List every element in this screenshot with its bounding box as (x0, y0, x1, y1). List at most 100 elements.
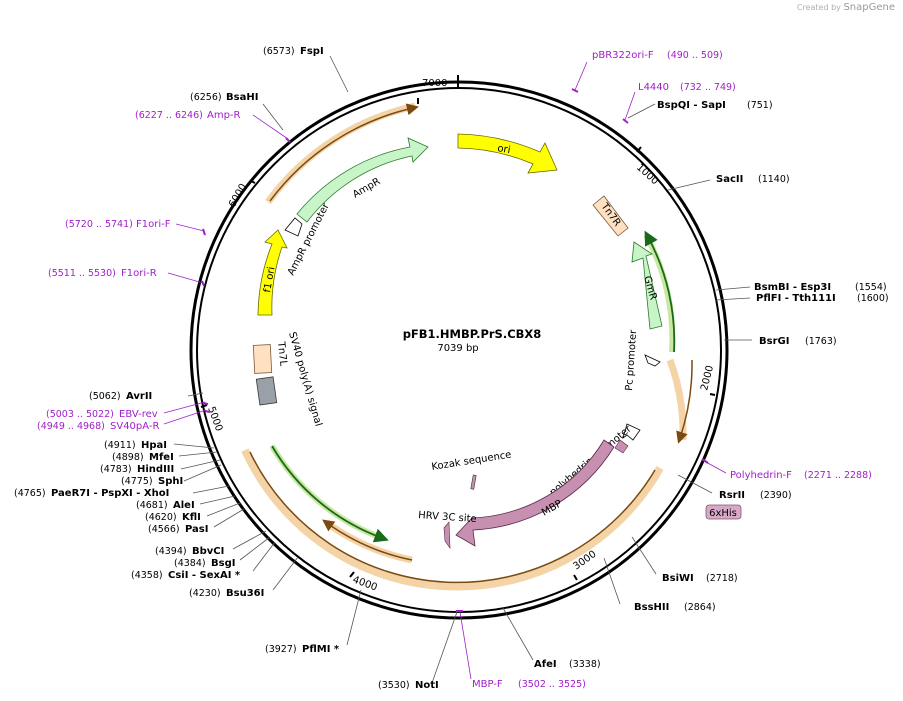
plasmid-name: pFB1.HMBP.PrS.CBX8 (403, 327, 542, 341)
primer-labels: pBR322ori-F (490 .. 509) L4440 (732 .. 7… (37, 50, 872, 690)
site-sphi: SphI (158, 476, 183, 487)
primer-ampr-pos: (6227 .. 6246) (135, 110, 203, 121)
feature-ori (457, 133, 558, 174)
site-bsrgi-pos: (1763) (805, 336, 837, 347)
credit-prefix: Created by (796, 3, 841, 12)
tick-7000: 7000 (422, 78, 447, 89)
site-bbvci: BbvCI (192, 546, 224, 557)
ampr-label: AmpR (351, 176, 382, 200)
ori-label: ori (496, 143, 511, 156)
site-avrii: AvrII (126, 391, 152, 402)
tick-5000: 5000 (205, 405, 224, 433)
site-pflfi: PflFI - Tth111I (756, 293, 836, 304)
cds-sv40-arrow (271, 445, 389, 543)
site-bspqi: BspQI - SapI (657, 100, 726, 111)
site-paer7i-pos: (4765) (14, 488, 46, 499)
primer-marks (201, 88, 709, 612)
site-pflmi: PflMI * (302, 644, 340, 655)
tn7l-label: Tn7L (275, 340, 289, 367)
sixhis-badge (705, 504, 742, 520)
primer-polyhedrinf-pos: (2271 .. 2288) (804, 470, 872, 481)
site-pflmi-pos: (3927) (265, 644, 297, 655)
primer-ebvrev: EBV-rev (119, 409, 158, 420)
site-bsahi: BsaHI (226, 92, 258, 103)
feature-gmr (631, 241, 663, 330)
orf-arc-ampr (269, 103, 419, 202)
primer-f1orir-pos: (5511 .. 5530) (48, 268, 116, 279)
tick-2000: 2000 (699, 364, 716, 391)
hrv-label: HRV 3C site (418, 510, 477, 525)
feature-tn7l (252, 344, 273, 374)
snapgene-credit: Created by SnapGene (797, 2, 895, 13)
f1-ori-label: f1 ori (262, 266, 277, 294)
plasmid-length: 7039 bp (437, 343, 478, 354)
orf-arc-gmr (676, 359, 693, 444)
leader-lines (173, 55, 752, 684)
site-noti-pos: (3530) (378, 680, 410, 691)
site-bsu36i-pos: (4230) (189, 588, 221, 599)
site-hpai: HpaI (141, 440, 167, 451)
site-mfei: MfeI (149, 452, 174, 463)
snapgene-logo: SnapGene (843, 2, 895, 13)
site-fspi-pos: (6573) (263, 46, 295, 57)
site-bsgi-pos: (4384) (174, 558, 206, 569)
site-pasi-pos: (4566) (148, 524, 180, 535)
primer-l4440-pos: (732 .. 749) (680, 82, 736, 93)
site-afei-pos: (3338) (569, 659, 601, 670)
site-bsmbi: BsmBI - Esp3I (754, 282, 831, 293)
primer-f1orif: F1ori-F (136, 219, 171, 230)
tick-1000: 1000 (634, 162, 660, 187)
primer-mbpf: MBP-F (472, 679, 503, 690)
site-bsiwi-pos: (2718) (706, 573, 738, 584)
primer-l4440: L4440 (638, 82, 669, 93)
primer-ebvrev-pos: (5003 .. 5022) (46, 409, 114, 420)
feature-polyhedrin-block (614, 439, 629, 454)
site-csii-pos: (4358) (131, 570, 163, 581)
primer-sv40par-pos: (4949 .. 4968) (37, 421, 105, 432)
tick-marks (200, 75, 716, 581)
site-sacii: SacII (716, 174, 743, 185)
site-bbvci-pos: (4394) (155, 546, 187, 557)
site-hpai-pos: (4911) (104, 440, 136, 451)
site-noti: NotI (415, 680, 439, 691)
site-afei: AfeI (534, 659, 557, 670)
site-hindiii-pos: (4783) (100, 464, 132, 475)
gmr-label: GmR (641, 275, 658, 302)
primer-pbr322ori: pBR322ori-F (592, 50, 654, 61)
site-bsiwi: BsiWI (662, 573, 694, 584)
site-bsshii: BssHII (634, 602, 669, 613)
site-bspqi-pos: (751) (747, 100, 773, 111)
site-avrii-pos: (5062) (89, 391, 121, 402)
feature-ampr (296, 137, 429, 223)
site-alei-pos: (4681) (136, 500, 168, 511)
sv40-label: SV40 poly(A) signal (286, 331, 323, 428)
site-fspi: FspI (300, 46, 324, 57)
site-bsrgi: BsrGI (759, 336, 789, 347)
feature-polyhedrin-promoter (622, 423, 641, 441)
site-paer7i: PaeR7I - PspXI - XhoI (51, 488, 169, 499)
sixhis-label: 6xHis (709, 508, 737, 519)
orf-arc-mbp (249, 451, 656, 584)
site-kfli-pos: (4620) (145, 512, 177, 523)
site-bsahi-pos: (6256) (190, 92, 222, 103)
feature-tn7r (592, 195, 629, 237)
feature-f1-ori (257, 229, 288, 316)
feature-sv40-polya (255, 376, 278, 406)
pc-promoter-label: Pc promoter (624, 329, 639, 392)
site-sacii-pos: (1140) (758, 174, 790, 185)
site-rsrii-pos: (2390) (760, 490, 792, 501)
site-bsmbi-pos: (1554) (855, 282, 887, 293)
orf-arc-gmr-highlight (666, 358, 687, 441)
feature-pc-promoter (644, 354, 661, 367)
feature-ampr-promoter (284, 217, 303, 237)
kozak-label: Kozak sequence (431, 449, 512, 472)
site-bsu36i: Bsu36I (226, 588, 264, 599)
primer-pbr322ori-pos: (490 .. 509) (667, 50, 723, 61)
restriction-sites: (6573) FspI (6256) BsaHI BspQI - SapI (7… (14, 46, 889, 691)
feature-kozak (470, 474, 477, 490)
orf-arc-mbp-highlight (241, 448, 664, 591)
site-csii: CsiI - SexAI * (168, 570, 241, 581)
primer-f1orir: F1ori-R (121, 268, 157, 279)
primer-f1orif-pos: (5720 .. 5741) (65, 219, 133, 230)
